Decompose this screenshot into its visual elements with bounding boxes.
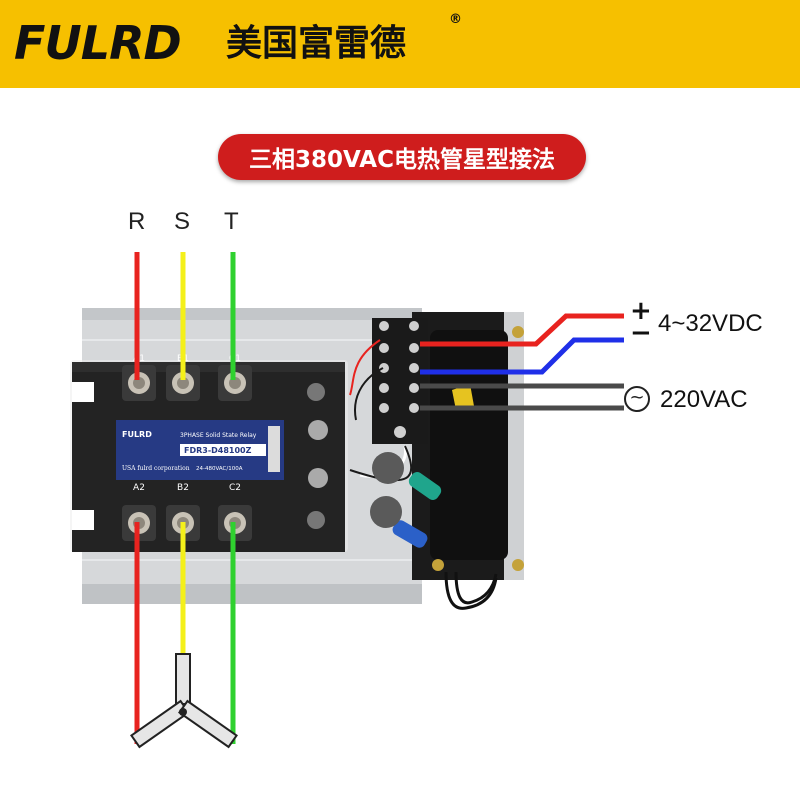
control-terminal-block: [372, 318, 428, 444]
minus-icon: −: [630, 318, 652, 348]
relay-product-name: 3PHASE Solid State Relay: [180, 432, 257, 439]
brand-logo: FULRD: [14, 16, 182, 70]
relay-brand: FULRD: [122, 430, 152, 439]
phase-label-t: T: [224, 208, 239, 235]
brand-name-cn: 美国富雷德: [226, 23, 407, 64]
terminal-label-a2: A2: [133, 483, 145, 493]
heater-star-connection: [130, 653, 238, 749]
phase-label-r: R: [128, 208, 146, 235]
polarity-symbol: + −: [630, 296, 652, 348]
relay-rating: 24-480VAC/100A: [196, 466, 243, 472]
phase-label-s: S: [174, 208, 191, 235]
ac-voltage-label: 220VAC: [660, 386, 748, 413]
dc-voltage-label: 4~32VDC: [658, 310, 763, 337]
registered-mark: ®: [449, 12, 462, 27]
relay-model: FDR3-D48100Z: [184, 446, 252, 455]
wire-dc-negative: [420, 337, 624, 375]
wire-dc-positive: [420, 313, 624, 347]
terminal-screw-b1: [172, 372, 194, 394]
plus-icon: +: [630, 296, 652, 326]
diagram-title: 三相380VAC电热管星型接法: [218, 134, 586, 180]
diagram-title-text: 三相380VAC电热管星型接法: [249, 147, 555, 173]
terminal-label-b2: B2: [177, 483, 189, 493]
brand-header: FULRD 美国富雷德 ®: [0, 0, 800, 88]
relay-origin: USA fulrd corporation: [122, 465, 190, 472]
ac-sine-icon: ~: [624, 386, 650, 412]
terminal-label-c2: C2: [229, 483, 241, 493]
